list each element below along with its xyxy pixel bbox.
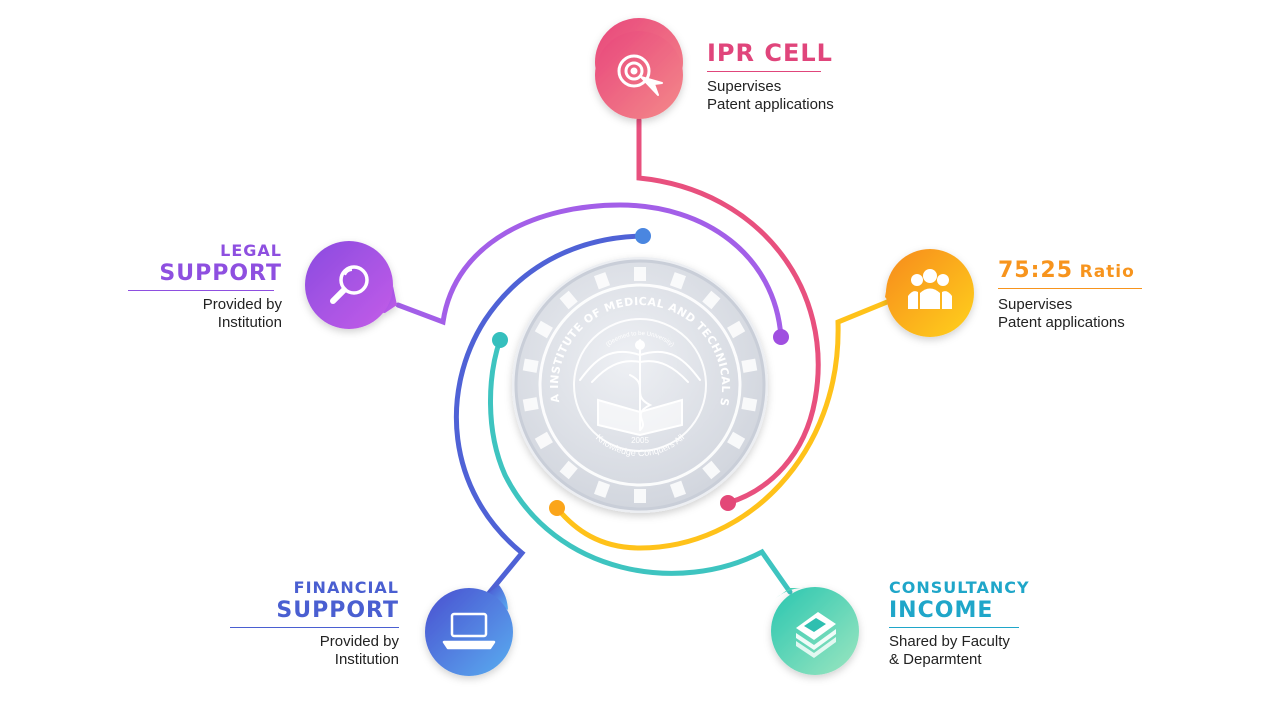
financial-title-line1: FINANCIAL xyxy=(293,578,399,597)
seal-gear-tooth xyxy=(702,290,721,310)
seal-gear-tooth xyxy=(522,358,539,373)
dot-teal xyxy=(492,332,508,348)
seal-gear-tooth xyxy=(594,480,611,498)
consultancy-title-line2: INCOME xyxy=(889,597,994,623)
ratio-label: 75:25 Ratio Supervises Patent applicatio… xyxy=(998,259,1142,332)
financial-line1: Provided by xyxy=(319,632,399,650)
financial-label: FINANCIAL SUPPORT Provided by Institutio… xyxy=(230,578,399,669)
legal-divider xyxy=(128,289,274,291)
financial-connector xyxy=(453,233,646,601)
seal-gear-tooth xyxy=(559,290,578,310)
connector-lines xyxy=(395,117,895,601)
seal-year: 2005 xyxy=(631,436,649,445)
legal-line1: Provided by xyxy=(202,295,282,313)
dot-orange xyxy=(549,500,565,516)
dot-purple xyxy=(773,329,789,345)
seal-gear-tooth xyxy=(741,397,758,412)
magnifier-icon xyxy=(330,265,369,304)
legal-label: LEGAL SUPPORT Provided by Institution xyxy=(128,241,282,332)
consultancy-label: CONSULTANCY INCOME Shared by Faculty & D… xyxy=(889,578,1030,669)
ratio-badge[interactable] xyxy=(885,249,974,337)
seal-gear-tooth xyxy=(634,489,646,503)
seal-gear-tooth xyxy=(522,397,539,412)
seal-gear-tooth xyxy=(594,272,611,290)
legal-connector xyxy=(395,202,784,340)
ratio-line1: Supervises xyxy=(998,296,1073,314)
dot-blue xyxy=(635,228,651,244)
seal-gear-tooth xyxy=(559,460,578,480)
ipr-label: IPR CELL Supervises Patent applications xyxy=(707,39,834,114)
book-stack-icon xyxy=(796,612,836,658)
ratio-title-word: Ratio xyxy=(1079,262,1135,282)
seal-gear-tooth xyxy=(741,358,758,373)
caduceus-emblem xyxy=(579,339,701,437)
seal-gear-tooth xyxy=(727,320,746,339)
consultancy-line1: Shared by Faculty xyxy=(889,632,1010,650)
financial-line2: Institution xyxy=(334,650,399,668)
laptop-icon xyxy=(442,612,496,650)
ratio-divider xyxy=(998,288,1142,290)
consultancy-title-line1: CONSULTANCY xyxy=(889,578,1030,597)
seal-gear-tooth xyxy=(634,267,646,281)
people-icon xyxy=(908,269,952,309)
connector-dots xyxy=(492,228,789,516)
ratio-title-number: 75:25 xyxy=(998,258,1074,283)
ratio-title: 75:25 Ratio xyxy=(998,259,1142,282)
consultancy-connector xyxy=(488,337,793,595)
legal-title-line2: SUPPORT xyxy=(159,260,282,286)
seal-gear-tooth xyxy=(669,480,686,498)
seal-gear-tooth xyxy=(534,431,553,450)
ipr-line1: Supervises xyxy=(707,78,782,96)
ratio-connector xyxy=(554,297,895,551)
consultancy-badge[interactable] xyxy=(771,587,859,675)
legal-title-line1: LEGAL xyxy=(220,241,282,260)
consultancy-divider xyxy=(889,626,1019,628)
dot-pink xyxy=(720,495,736,511)
seal-gear-tooth xyxy=(727,431,746,450)
financial-title-line2: SUPPORT xyxy=(276,597,399,623)
seal-gear-tooth xyxy=(534,320,553,339)
ipr-badge[interactable] xyxy=(595,17,684,119)
ratio-line2: Patent applications xyxy=(998,314,1125,332)
seal-gear-tooth xyxy=(669,272,686,290)
ipr-title: IPR CELL xyxy=(707,39,833,67)
ipr-connector xyxy=(636,117,821,506)
ipr-line2: Patent applications xyxy=(707,96,834,114)
consultancy-line2: & Deparmtent xyxy=(889,650,982,668)
legal-line2: Institution xyxy=(217,313,282,331)
financial-badge[interactable] xyxy=(425,585,513,676)
ipr-divider xyxy=(707,71,821,73)
financial-divider xyxy=(230,626,399,628)
target-cursor-icon xyxy=(617,54,663,96)
legal-badge[interactable] xyxy=(305,241,397,329)
seal-gear-tooth xyxy=(702,460,721,480)
